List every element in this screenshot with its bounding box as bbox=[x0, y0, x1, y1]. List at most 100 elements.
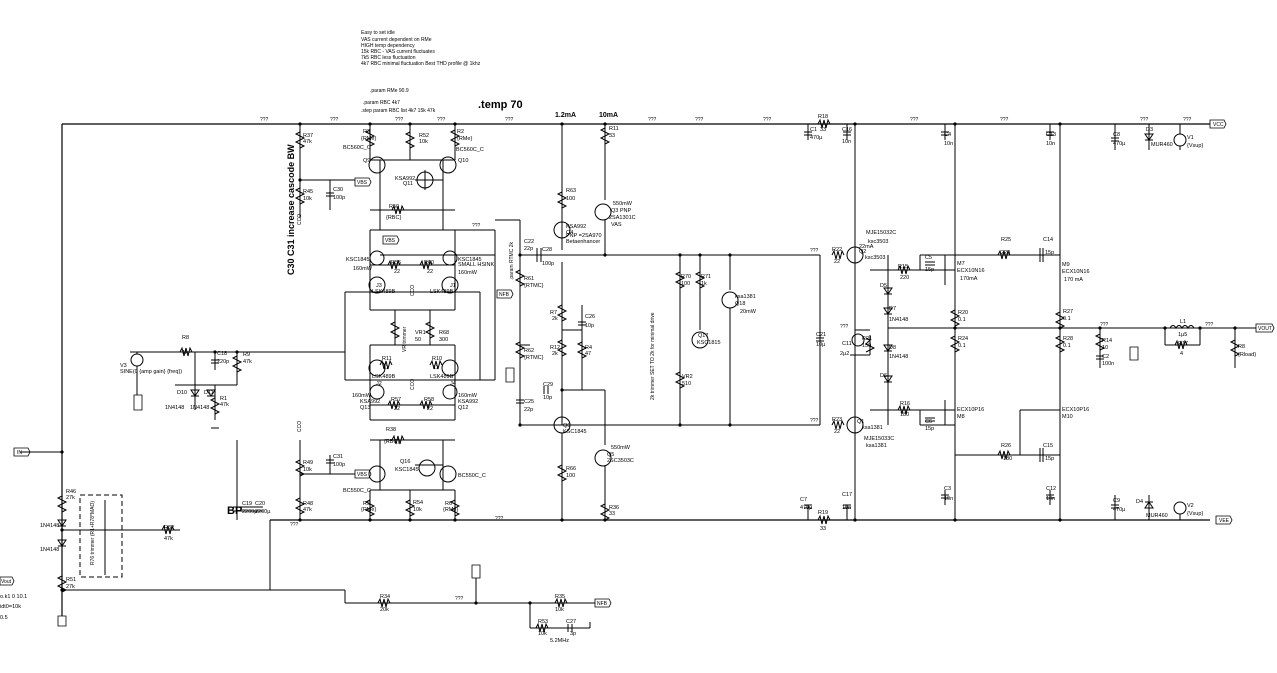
bp-caps: BP C19 2200µ C20 2200µ bbox=[227, 440, 271, 520]
q13-pwr: 160mW bbox=[352, 393, 372, 399]
r53-val: 10k bbox=[538, 631, 547, 637]
flag-vbs3: VBS bbox=[357, 472, 368, 478]
flag-nfb: NFB bbox=[597, 601, 608, 607]
q16-ref: Q16 bbox=[400, 459, 410, 465]
r22-val: 22 bbox=[834, 259, 840, 265]
r1-val: 47k bbox=[220, 402, 229, 408]
flag-in: IN bbox=[17, 450, 22, 456]
note-line-1: Easy to set idle bbox=[361, 30, 395, 36]
d4-ref: D4 bbox=[1136, 499, 1143, 505]
rload-ref: R8 bbox=[1238, 344, 1245, 350]
note-line-4: 15k RBC - VAS current fluctuates bbox=[361, 49, 435, 55]
q17-ref: Q17 bbox=[698, 333, 708, 339]
r15-ref: R15 bbox=[898, 264, 908, 270]
cc1-note: CCO bbox=[410, 379, 416, 390]
qm-9: ??? bbox=[910, 117, 919, 123]
r38-val: {RBC} bbox=[384, 439, 399, 445]
c27-ref: C27 bbox=[566, 619, 576, 625]
r55-ref: R55 bbox=[391, 260, 401, 266]
r68-ref: R68 bbox=[439, 330, 449, 336]
r54-ref: R54 bbox=[413, 500, 423, 506]
q1-mje: MJE15033C bbox=[864, 436, 894, 442]
d8-val: 1N4148 bbox=[889, 354, 908, 360]
q2-pwr: 22mA bbox=[859, 244, 874, 250]
c5-ref: C5 bbox=[925, 255, 932, 261]
r24-ref: R24 bbox=[958, 336, 968, 342]
temp-directive: .temp 70 bbox=[478, 99, 523, 111]
q15-type: BC550C_C bbox=[458, 473, 486, 479]
qm-14: ??? bbox=[810, 248, 819, 254]
r16-ref: R16 bbox=[900, 401, 910, 407]
qm-3: ??? bbox=[395, 117, 404, 123]
r49-ref: R49 bbox=[303, 460, 313, 466]
r9-ref: R9 bbox=[243, 352, 250, 358]
q3-vas: VAS bbox=[611, 222, 622, 228]
r26-ref: R26 bbox=[1001, 443, 1011, 449]
q10-ref: Q10 bbox=[458, 158, 468, 164]
q-ksc1845b-hs: SMALL HSINK bbox=[458, 262, 495, 268]
q5-pwr: 550mW bbox=[611, 445, 631, 451]
c13-ref: C13 bbox=[1046, 132, 1056, 138]
q18-ref: Q18 bbox=[735, 301, 745, 307]
r23-val: 22 bbox=[834, 429, 840, 435]
c6-val: 15p bbox=[925, 426, 934, 432]
c30-ref: C30 bbox=[333, 187, 343, 193]
r50-ref: R50 bbox=[389, 204, 399, 210]
note-line-6: 4k7 RBC minimal fluctuation Best THD pro… bbox=[361, 61, 481, 67]
c19-ref: C19 bbox=[242, 501, 252, 507]
r55-val: 22 bbox=[394, 269, 400, 275]
q5-ref: Q5 bbox=[607, 452, 614, 458]
q14-type: BC550C_C bbox=[343, 488, 371, 494]
r51-ref: R51 bbox=[66, 577, 76, 583]
r16-val: 180 bbox=[900, 412, 909, 418]
q-ksc1845b: KSC1845 bbox=[458, 257, 482, 263]
q2-type2: ksc3503 bbox=[865, 255, 886, 261]
c21-ref: C21 bbox=[816, 332, 826, 338]
current-1-2ma: 1.2mA bbox=[555, 112, 576, 119]
q17-type: KSC1815 bbox=[697, 340, 721, 346]
r17-val: 4 bbox=[1180, 351, 1183, 357]
j2-type: LSK489B bbox=[372, 374, 396, 380]
c20-ref: C20 bbox=[255, 501, 265, 507]
q13-ref: Q13 bbox=[360, 405, 370, 411]
c9-ref: C9 bbox=[1113, 498, 1120, 504]
d1-val: 1N4148 bbox=[40, 523, 59, 529]
c28-ref: C28 bbox=[542, 247, 552, 253]
q10-type: BC560C_C bbox=[456, 147, 484, 153]
unknown-markers: ??? ??? ??? ??? ??? ??? ??? ??? ??? ??? … bbox=[260, 117, 1214, 602]
r1-ref: R1 bbox=[220, 396, 227, 402]
m8-type: ECX10P16 bbox=[957, 407, 984, 413]
r11b-ref: R11 bbox=[382, 356, 392, 362]
vr1-val: 50 bbox=[415, 337, 421, 343]
r45-ref: R45 bbox=[303, 189, 313, 195]
r66-ref: R66 bbox=[566, 466, 576, 472]
q3-type: 2SA1301C bbox=[609, 215, 636, 221]
flag-nfb2: NFB bbox=[499, 292, 510, 298]
qm-18: ??? bbox=[495, 516, 504, 522]
r25-ref: R25 bbox=[1001, 237, 1011, 243]
r26-val: 180 bbox=[1003, 456, 1012, 462]
r46-ref: R46 bbox=[66, 489, 76, 495]
flag-vout-left: Vout bbox=[1, 579, 12, 585]
r37-ref: R37 bbox=[303, 133, 313, 139]
m7-type: ECX10N16 bbox=[957, 268, 985, 274]
q4-beta: Betaenhancer bbox=[566, 239, 600, 245]
r12-val: 2k bbox=[552, 351, 558, 357]
d11-val: 1N4148 bbox=[190, 405, 209, 411]
bias-note: 2k trimmer SET TO 2k for minimal drive bbox=[650, 312, 656, 400]
c12-val: 10n bbox=[1046, 496, 1055, 502]
m10-ref: M10 bbox=[1062, 414, 1073, 420]
r7-val: 2k bbox=[552, 316, 558, 322]
qm-19: ??? bbox=[455, 596, 464, 602]
r52-ref: R52 bbox=[419, 133, 429, 139]
vr2-val: 510 bbox=[682, 381, 691, 387]
r2-val: {RMe} bbox=[457, 136, 472, 142]
vr-trimmer-note: VR trimmer bbox=[402, 326, 408, 352]
r38-ref: R38 bbox=[386, 427, 396, 433]
c30-val: 100p bbox=[333, 195, 345, 201]
r22-ref: R22 bbox=[832, 247, 842, 253]
left-directive-3: 0.5 bbox=[0, 615, 8, 621]
v1-ref: V1 bbox=[1187, 135, 1194, 141]
v2-val: {Vsup} bbox=[1187, 511, 1203, 517]
